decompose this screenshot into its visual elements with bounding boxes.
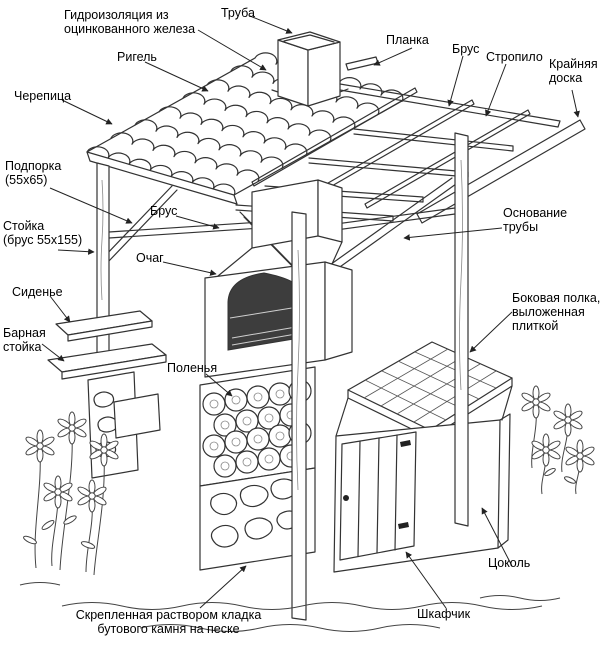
edge-board-drawing (416, 119, 586, 224)
label-masonry: Скрепленная раствором кладка бутового ка… (75, 608, 262, 636)
ground-lines (19, 582, 561, 632)
label-crossbar: Ригель (117, 50, 157, 64)
label-beam-mid: Брус (150, 204, 178, 218)
label-waterproofing: Гидроизоляция из оцинкованного железа (64, 8, 196, 36)
door-knob (343, 495, 349, 501)
label-roof-tile: Черепица (14, 89, 72, 103)
label-rafter: Стропило (486, 50, 543, 64)
flowers-right (520, 385, 596, 495)
label-prop: Подпорка (55х65) (5, 159, 62, 187)
hinge-top (400, 440, 411, 447)
hinge-bottom (398, 522, 409, 529)
label-beam-top: Брус (452, 42, 480, 56)
label-hearth: Очаг (136, 251, 164, 265)
label-edge-board: Крайняя доска (549, 57, 598, 85)
plinth-drawing (333, 341, 513, 573)
posts-drawing (96, 132, 469, 621)
label-bar-counter: Барная стойка (3, 326, 46, 354)
cabinet-drawing (339, 431, 417, 561)
label-plank: Планка (386, 33, 429, 47)
label-side-shelf: Боковая полка, выложенная плиткой (512, 291, 601, 333)
hearth-drawing (204, 179, 353, 378)
label-plinth: Цоколь (488, 556, 531, 570)
label-logs: Поленья (167, 361, 218, 375)
leader-lines (41, 15, 580, 609)
label-cabinet: Шкафчик (417, 607, 471, 621)
label-post: Стойка (брус 55х155) (3, 219, 83, 247)
logs-drawing (199, 366, 316, 487)
plank-board (345, 56, 379, 71)
flowers-left (23, 411, 120, 576)
label-chimney-base: Основание трубы (503, 206, 568, 234)
label-chimney: Труба (221, 6, 255, 20)
roof-tiles (86, 52, 404, 205)
label-seat: Сиденье (12, 285, 63, 299)
chimney-drawing (271, 31, 379, 107)
